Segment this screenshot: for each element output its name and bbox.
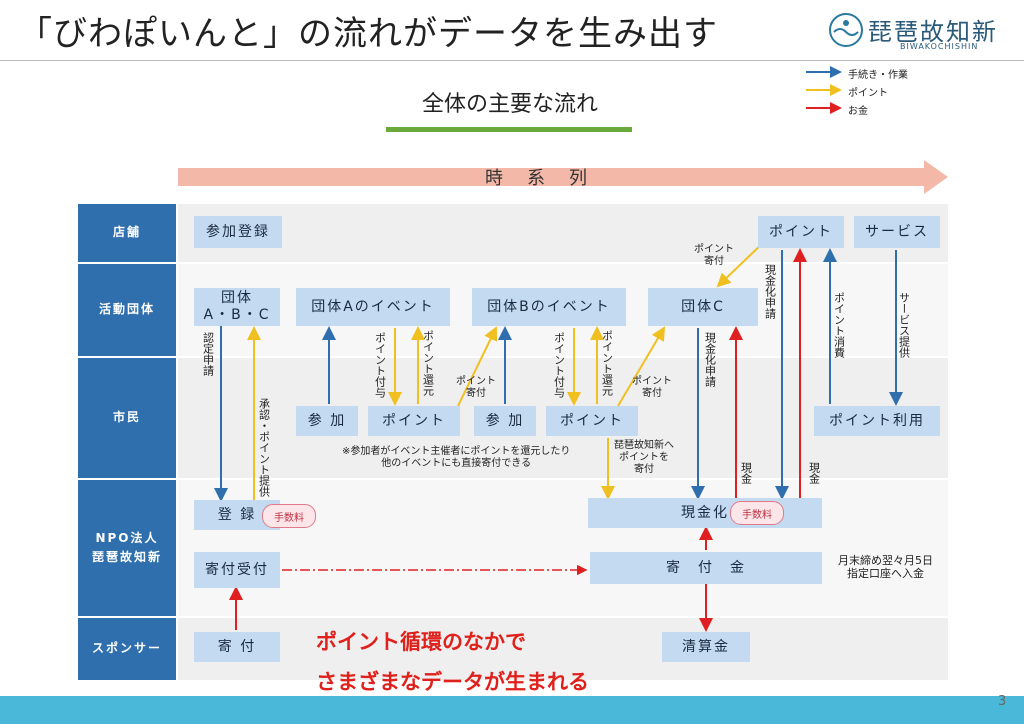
logo-subtitle: BIWAKOCHISHIN [900,42,979,51]
row-header-npo-line2: 琵琶故知新 [91,550,162,564]
box-donation-receive: 寄付受付 [194,552,280,588]
legend-point: ポイント [848,88,888,99]
box-org-c: 団体C [648,288,758,326]
label-donate-b-line2: 寄付 [642,388,662,399]
label-npo-donate-line3: 寄付 [634,464,654,475]
box-cash-out: 現金化 [588,498,822,528]
timeline-arrow: 時系列 [178,160,948,194]
fee-cloud-cash-out: 手数料 [730,501,784,525]
label-store-donate-line1: ポイント [694,244,734,255]
label-point-give-b: ポイント付与 [552,332,566,398]
label-donate-a: ポイント 寄付 [456,376,496,400]
label-npo-donate-line1: 琵琶故知新へ [614,440,674,451]
box-join-a: 参 加 [296,406,358,436]
label-donate-b-line1: ポイント [632,376,672,387]
fee-cloud-register: 手数料 [262,504,316,528]
flow-diagram: 店舗 活動団体 市民 NPO法人 琵琶故知新 スポンサー [78,204,948,680]
row-header-sponsor: スポンサー [78,618,176,680]
label-cash-apply-store: 現金化申請 [763,264,777,319]
box-org-abc: 団体 A・B・C [194,288,280,326]
legend-arrows [806,66,842,114]
label-cash-apply-c: 現金化申請 [703,332,717,387]
subtitle-underline [386,127,632,132]
box-event-a: 団体Aのイベント [296,288,450,326]
arrow-donate-b [617,326,666,407]
logo: 琵琶故知新 BIWAKOCHISHIN [828,8,1018,54]
legend-money: お金 [848,106,868,117]
box-point-use: ポイント利用 [814,406,940,436]
label-donate-b: ポイント 寄付 [632,376,672,400]
row-header-npo: NPO法人 琵琶故知新 [78,480,176,616]
row-header-store: 店舗 [78,204,176,262]
box-store-point: ポイント [758,216,844,248]
legend: 手続き・作業 ポイント お金 [806,64,926,117]
label-cert-apply: 認定申請 [201,332,215,376]
box-donation-fund: 寄 付 金 [590,552,822,584]
label-payment-line1: 月末締め翌々月5日 [838,554,933,567]
page-number: 3 [998,694,1007,709]
highlight-message: ポイント循環のなかで さまざまなデータが生まれる [316,622,589,702]
label-point-return-a: ポイント還元 [421,330,435,396]
box-org-abc-line2: A・B・C [203,307,271,323]
highlight-message-line2: さまざまなデータが生まれる [316,670,589,694]
label-note-line2: 他のイベントにも直接寄付できる [381,458,532,469]
box-event-b: 団体Bのイベント [472,288,626,326]
legend-procedure: 手続き・作業 [848,70,908,81]
label-note-line1: ※参加者がイベント主催者にポイントを還元したり [342,446,571,457]
box-store-register: 参加登録 [194,216,282,248]
label-cash-1: 現金 [739,462,753,484]
label-store-donate: ポイント 寄付 [694,244,734,268]
box-service: サービス [854,216,940,248]
logo-lake-icon [829,13,863,47]
label-store-donate-line2: 寄付 [704,256,724,267]
footer-bar [0,696,1024,724]
label-note: ※参加者がイベント主催者にポイントを還元したり 他のイベントにも直接寄付できる [342,446,570,470]
label-service-provide: サービス提供 [897,292,911,358]
highlight-message-line1: ポイント循環のなかで [316,630,526,654]
logo-name: 琵琶故知新 [868,18,998,46]
page-title: 「びわぽいんと」の流れがデータを生み出す [18,14,718,54]
diagram-subtitle: 全体の主要な流れ [421,92,598,117]
label-point-consume: ポイント消費 [832,292,846,358]
timeline-arrow-shape [178,160,948,194]
label-approve: 承認・ポイント提供 [257,398,271,497]
lane-sponsor [178,618,948,680]
box-sponsor-donate: 寄 付 [194,632,280,662]
label-payment: 月末締め翌々月5日 指定口座へ入金 [838,554,933,580]
box-org-abc-line1: 団体 [221,290,253,307]
label-donate-a-line2: 寄付 [466,388,486,399]
row-header-org: 活動団体 [78,264,176,356]
arrow-donate-a [457,326,498,407]
row-header-npo-line1: NPO法人 [95,530,159,545]
row-header-citizen: 市民 [78,358,176,478]
label-cash-2: 現金 [807,462,821,484]
box-settlement: 清算金 [662,632,750,662]
label-npo-donate: 琵琶故知新へ ポイントを 寄付 [614,440,674,476]
flow-arrows [214,239,903,632]
label-donate-a-line1: ポイント [456,376,496,387]
title-divider [0,60,1024,61]
box-point-b: ポイント [546,406,638,436]
label-point-return-b: ポイント還元 [600,330,614,396]
label-payment-line2: 指定口座へ入金 [847,567,924,581]
label-npo-donate-line2: ポイントを [619,452,669,463]
timeline-label: 時系列 [485,168,611,189]
label-point-give-a: ポイント付与 [373,332,387,398]
box-point-a: ポイント [368,406,460,436]
box-join-b: 参 加 [474,406,536,436]
